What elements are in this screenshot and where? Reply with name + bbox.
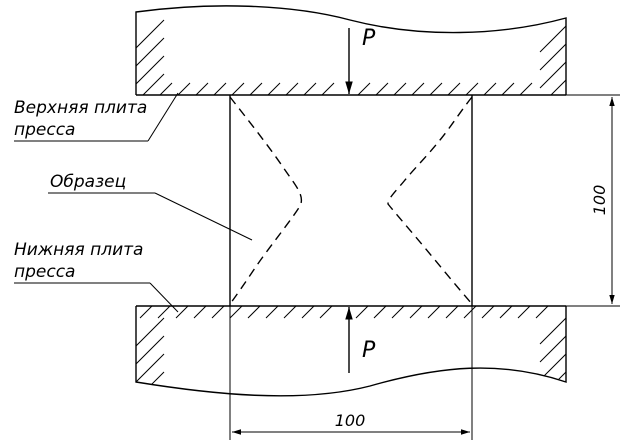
lower-plate-hatch-right xyxy=(539,317,566,396)
upper-plate-label-line1: Верхняя плита xyxy=(14,98,147,118)
specimen xyxy=(229,95,473,306)
specimen-label: Образец xyxy=(50,172,126,192)
lower-plate-label-line2: пресса xyxy=(14,262,75,282)
height-dimension xyxy=(472,94,620,307)
upper-plate-label-line2: пресса xyxy=(14,120,75,140)
leader-lines xyxy=(14,92,253,313)
lower-plate-outline xyxy=(135,306,567,397)
height-dimension-label: 100 xyxy=(590,185,609,216)
upper-plate-hatch-bottom xyxy=(159,82,533,96)
lower-plate-label-line1: Нижняя плита xyxy=(14,240,143,260)
fracture-line-right xyxy=(387,96,473,305)
width-dimension xyxy=(229,306,473,440)
lower-press-plate xyxy=(135,305,567,397)
fracture-line-left xyxy=(229,96,303,305)
upper-plate-hatch-left xyxy=(136,19,165,95)
upper-plate-outline xyxy=(135,5,567,95)
upper-press-plate xyxy=(135,5,567,96)
force-label-top: P xyxy=(362,26,376,51)
lower-plate-hatch-left xyxy=(136,317,165,396)
force-label-bottom: P xyxy=(362,338,376,363)
width-dimension-label: 100 xyxy=(335,411,366,430)
lower-plate-hatch-top xyxy=(139,305,549,319)
upper-plate-hatch-right xyxy=(539,25,566,95)
